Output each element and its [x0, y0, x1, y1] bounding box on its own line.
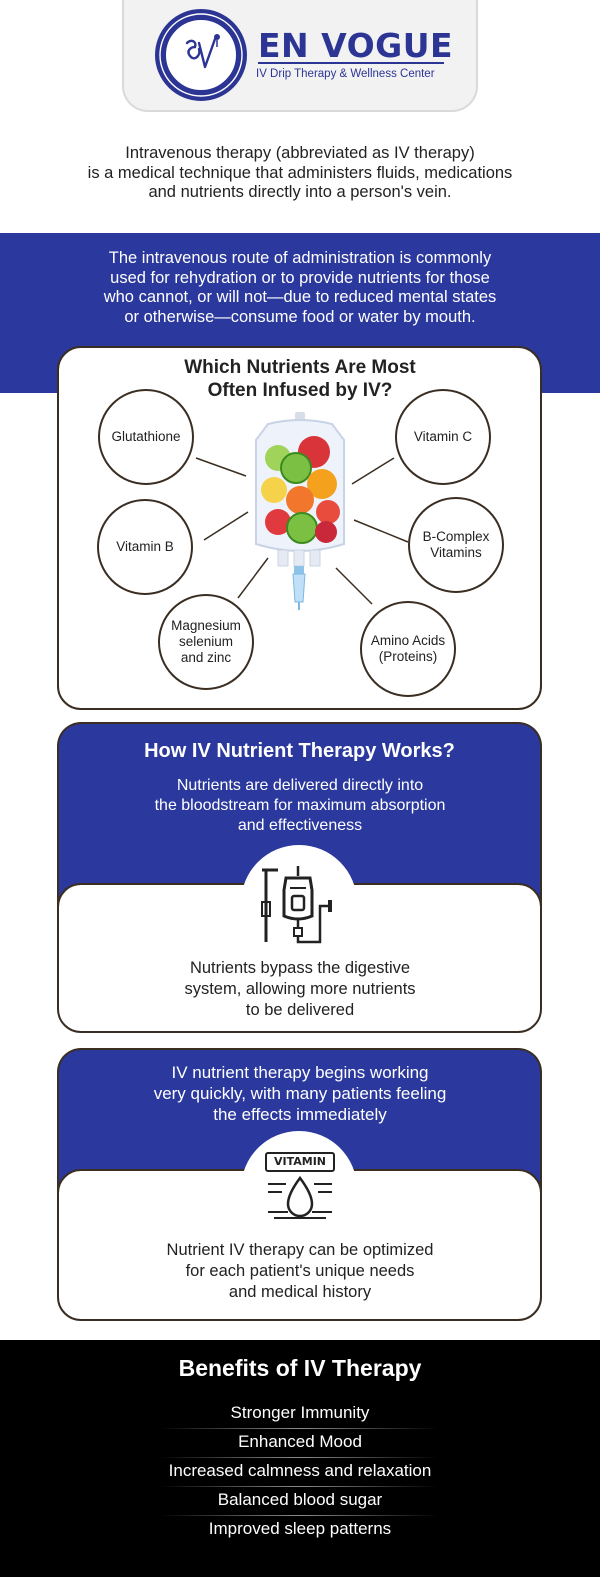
nutrients-title-line: Often Infused by IV?	[207, 380, 393, 401]
works-panel-line: Nutrients bypass the digestive	[189, 959, 411, 977]
benefit-item: Balanced blood sugar	[217, 1490, 383, 1509]
quick-subtitle: IV nutrient therapy begins working very …	[90, 1062, 510, 1125]
works-panel-line: system, allowing more nutrients	[184, 980, 416, 998]
intro-line: Intravenous therapy (abbreviated as IV t…	[125, 144, 475, 162]
works-title: How IV Nutrient Therapy Works?	[144, 740, 455, 762]
quick-panel-text: Nutrient IV therapy can be optimized for…	[80, 1240, 520, 1303]
logo-monogram-icon	[159, 13, 243, 97]
quick-subtitle-line: IV nutrient therapy begins working	[171, 1063, 429, 1082]
benefit-item: Enhanced Mood	[238, 1432, 362, 1451]
quick-panel-line: for each patient's unique needs	[185, 1262, 415, 1280]
nutrient-glutathione: Glutathione	[98, 389, 194, 485]
band-line: or otherwise—consume food or water by mo…	[124, 307, 476, 326]
nutrient-amino-acids: Amino Acids (Proteins)	[360, 601, 456, 697]
band-line: used for rehydration or to provide nutri…	[110, 268, 490, 287]
iv-drip-icon	[261, 866, 332, 944]
works-subtitle-line: and effectiveness	[237, 817, 363, 834]
intro-line: and nutrients directly into a person's v…	[148, 183, 452, 201]
quick-subtitle-line: very quickly, with many patients feeling	[153, 1084, 447, 1103]
benefits-title: Benefits of IV Therapy	[178, 1355, 422, 1381]
works-panel-line: to be delivered	[245, 1001, 355, 1019]
brand-name: EN VOGUE	[258, 26, 454, 65]
nutrients-title: Which Nutrients Are Most Often Infused b…	[120, 356, 480, 402]
benefit-item: Stronger Immunity	[230, 1403, 370, 1422]
works-subtitle-line: the bloodstream for maximum absorption	[154, 797, 446, 814]
brand-tagline: IV Drip Therapy & Wellness Center	[256, 68, 435, 80]
benefit-divider	[160, 1457, 440, 1458]
benefit-item: Increased calmness and relaxation	[168, 1461, 432, 1480]
brand-divider	[258, 62, 444, 64]
benefit-divider	[160, 1515, 440, 1516]
benefits-section	[0, 1340, 600, 1577]
quick-panel-line: Nutrient IV therapy can be optimized	[166, 1241, 434, 1259]
works-subtitle-line: Nutrients are delivered directly into	[176, 777, 424, 794]
nutrient-vitamin-b: Vitamin B	[97, 499, 193, 595]
band-line: who cannot, or will not—due to reduced m…	[103, 288, 497, 306]
nutrients-title-line: Which Nutrients Are Most	[184, 357, 416, 378]
iv-bag-fruits-icon	[255, 412, 345, 610]
works-subtitle: Nutrients are delivered directly into th…	[90, 776, 510, 836]
logo-seal	[155, 9, 247, 101]
vitamin-drop-icon	[268, 1175, 332, 1219]
works-panel-text: Nutrients bypass the digestive system, a…	[90, 958, 510, 1021]
quick-subtitle-line: the effects immediately	[213, 1105, 387, 1124]
band-line: The intravenous route of administration …	[108, 249, 492, 267]
intro-text: Intravenous therapy (abbreviated as IV t…	[40, 144, 560, 203]
nutrient-b-complex: B-Complex Vitamins	[408, 497, 504, 593]
quick-icon-bump	[241, 1131, 357, 1247]
benefit-item: Improved sleep patterns	[208, 1519, 392, 1538]
benefit-divider	[160, 1428, 440, 1429]
benefit-divider	[160, 1486, 440, 1487]
nutrient-vitamin-c: Vitamin C	[395, 389, 491, 485]
intro-line: is a medical technique that administers …	[87, 163, 513, 182]
band-text: The intravenous route of administration …	[60, 249, 540, 327]
nutrient-magnesium: Magnesium selenium and zinc	[158, 594, 254, 690]
vitamin-label: VITAMIN	[265, 1152, 335, 1172]
quick-panel-line: and medical history	[228, 1283, 372, 1301]
